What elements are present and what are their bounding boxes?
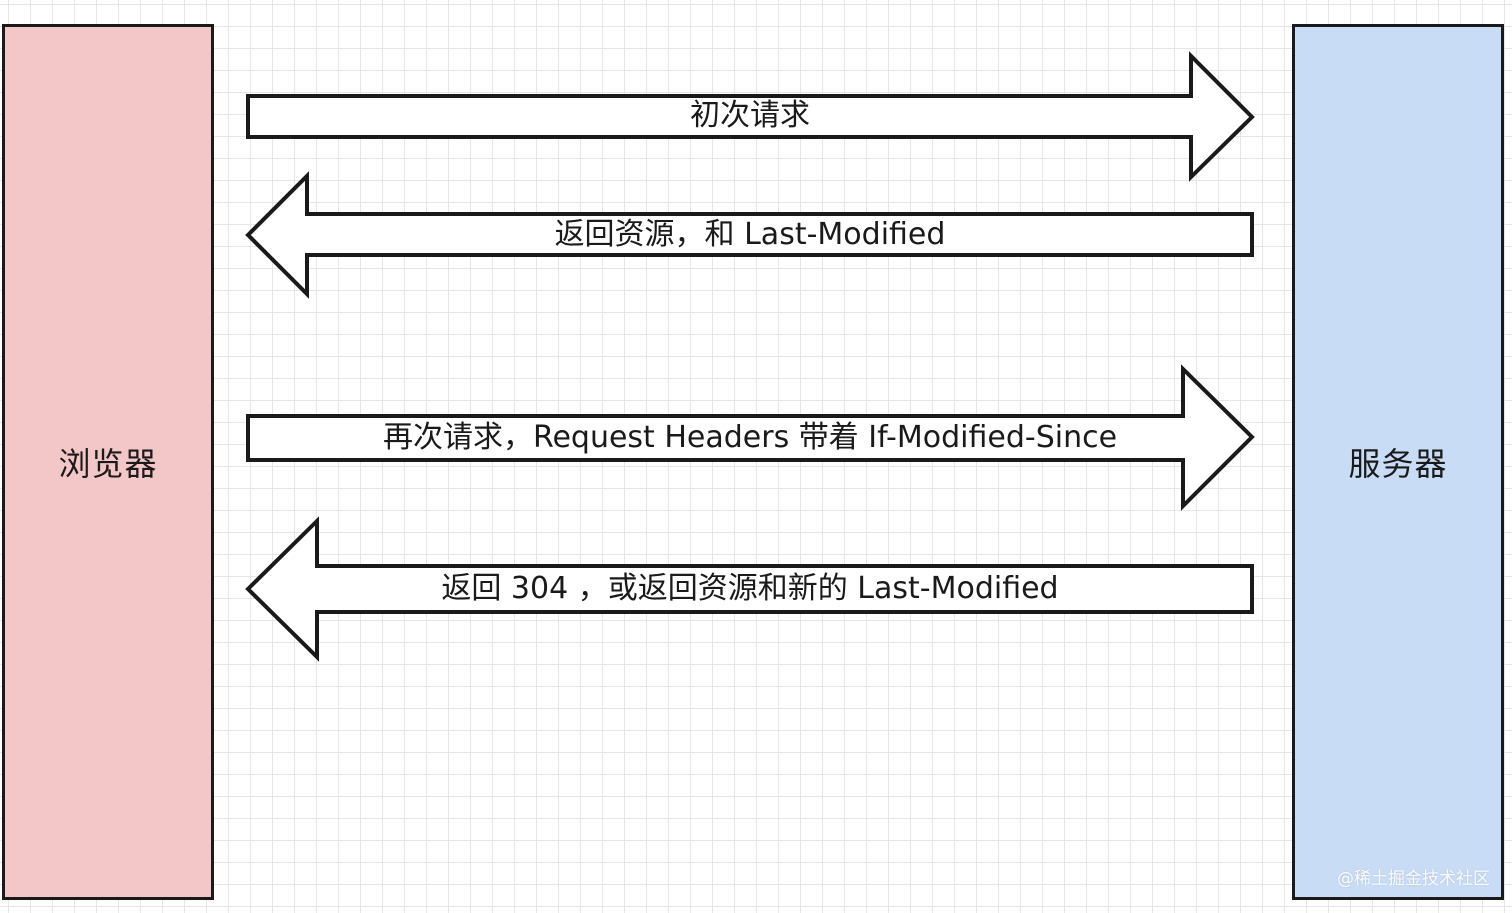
- flow-label-return-resource: 返回资源，和 Last-Modified: [554, 217, 946, 252]
- browser-label: 浏览器: [58, 445, 158, 483]
- browser-box: 浏览器: [2, 24, 214, 900]
- arrow-return-resource: [245, 171, 1254, 299]
- arrow-return-304-shape: [245, 516, 1254, 662]
- server-label: 服务器: [1348, 445, 1448, 483]
- flow-label-return-304: 返回 304 ，或返回资源和新的 Last-Modified: [441, 571, 1059, 606]
- arrow-second-request: [246, 364, 1255, 511]
- flow-label-initial-request: 初次请求: [690, 98, 810, 133]
- flow-label-second-request: 再次请求，Request Headers 带着 If-Modified-Sinc…: [382, 420, 1118, 455]
- watermark: @稀土掘金技术社区: [1337, 869, 1490, 889]
- arrow-initial-request: [246, 51, 1255, 182]
- server-box: 服务器: [1292, 24, 1504, 900]
